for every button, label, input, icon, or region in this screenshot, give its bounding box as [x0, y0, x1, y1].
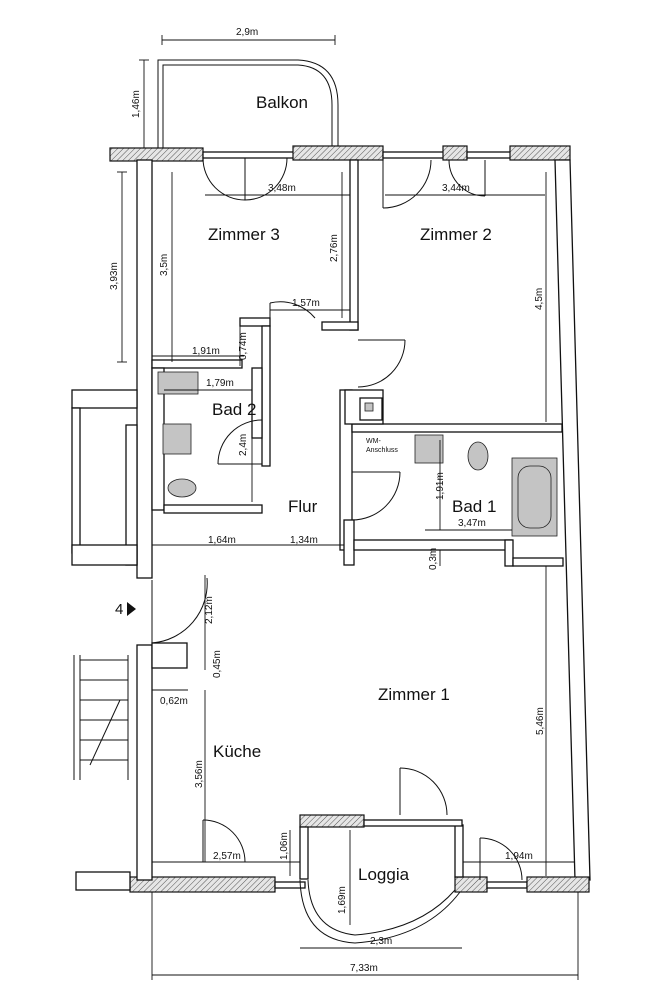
dim-2-4: 2,4m	[238, 434, 249, 456]
entrance-arrow-icon	[127, 602, 136, 616]
dim-3-47: 3,47m	[458, 518, 486, 529]
dim-1-91a: 1,91m	[192, 346, 220, 357]
label-kueche: Küche	[213, 742, 261, 761]
dim-1-34: 1,34m	[290, 535, 318, 546]
label-zimmer-2: Zimmer 2	[420, 225, 492, 244]
washbasin	[162, 423, 192, 455]
bathroom-fixtures	[157, 371, 558, 537]
label-zimmer-3: Zimmer 3	[208, 225, 280, 244]
dim-0-3: 0,3m	[428, 548, 439, 570]
dim-1-94: 1,94m	[505, 851, 533, 862]
dim-2-3: 2,3m	[370, 936, 392, 947]
dimension-labels: 2,9m 1,46m 3,48m 3,44m 3,93m 3,5m 2,76m …	[109, 27, 546, 974]
dim-2-57: 2,57m	[213, 851, 241, 862]
dim-3-5: 3,5m	[159, 254, 170, 276]
dim-0-62: 0,62m	[160, 696, 188, 707]
washbasin-bad1	[414, 434, 444, 464]
interior-walls	[151, 159, 564, 880]
entrance-number: 4	[115, 601, 123, 618]
dim-2-9: 2,9m	[236, 27, 258, 38]
dim-1-64: 1,64m	[208, 535, 236, 546]
entrance-marker: 4	[115, 601, 136, 618]
label-flur: Flur	[288, 497, 318, 516]
dim-1-69: 1,69m	[337, 886, 348, 914]
dim-1-06: 1,06m	[279, 832, 290, 860]
label-bad-1: Bad 1	[452, 497, 496, 516]
stairwell-left	[71, 389, 138, 891]
dim-0-74: 0,74m	[238, 332, 249, 360]
label-loggia: Loggia	[358, 865, 410, 884]
dim-0-45: 0,45m	[212, 650, 223, 678]
dim-1-46: 1,46m	[131, 90, 142, 118]
room-labels: Balkon Zimmer 3 Zimmer 2 Bad 2 Flur Bad …	[208, 93, 496, 884]
label-wm-anschluss-2: Anschluss	[366, 447, 398, 454]
shower-tray	[157, 371, 199, 395]
dim-2-12: 2,12m	[204, 596, 215, 624]
dim-1-79: 1,79m	[206, 378, 234, 389]
dim-2-76: 2,76m	[329, 234, 340, 262]
label-balkon: Balkon	[256, 93, 308, 112]
dim-3-56: 3,56m	[194, 760, 205, 788]
dim-4-5: 4,5m	[534, 288, 545, 310]
label-bad-2: Bad 2	[212, 400, 256, 419]
dim-3-44: 3,44m	[442, 183, 470, 194]
dim-1-91b: 1,91m	[435, 472, 446, 500]
exterior-walls	[109, 145, 591, 893]
dim-1-57: 1,57m	[292, 298, 320, 309]
doors	[151, 157, 523, 944]
label-zimmer-1: Zimmer 1	[378, 685, 450, 704]
dim-3-93: 3,93m	[109, 262, 120, 290]
dim-5-46: 5,46m	[535, 707, 546, 735]
dimension-lines	[117, 171, 579, 980]
toilet-bad1	[467, 441, 489, 471]
dim-3-48: 3,48m	[268, 183, 296, 194]
label-wm-anschluss-1: WM-	[366, 438, 381, 445]
toilet	[167, 478, 197, 498]
balcony	[139, 35, 339, 152]
dim-7-33: 7,33m	[350, 963, 378, 974]
